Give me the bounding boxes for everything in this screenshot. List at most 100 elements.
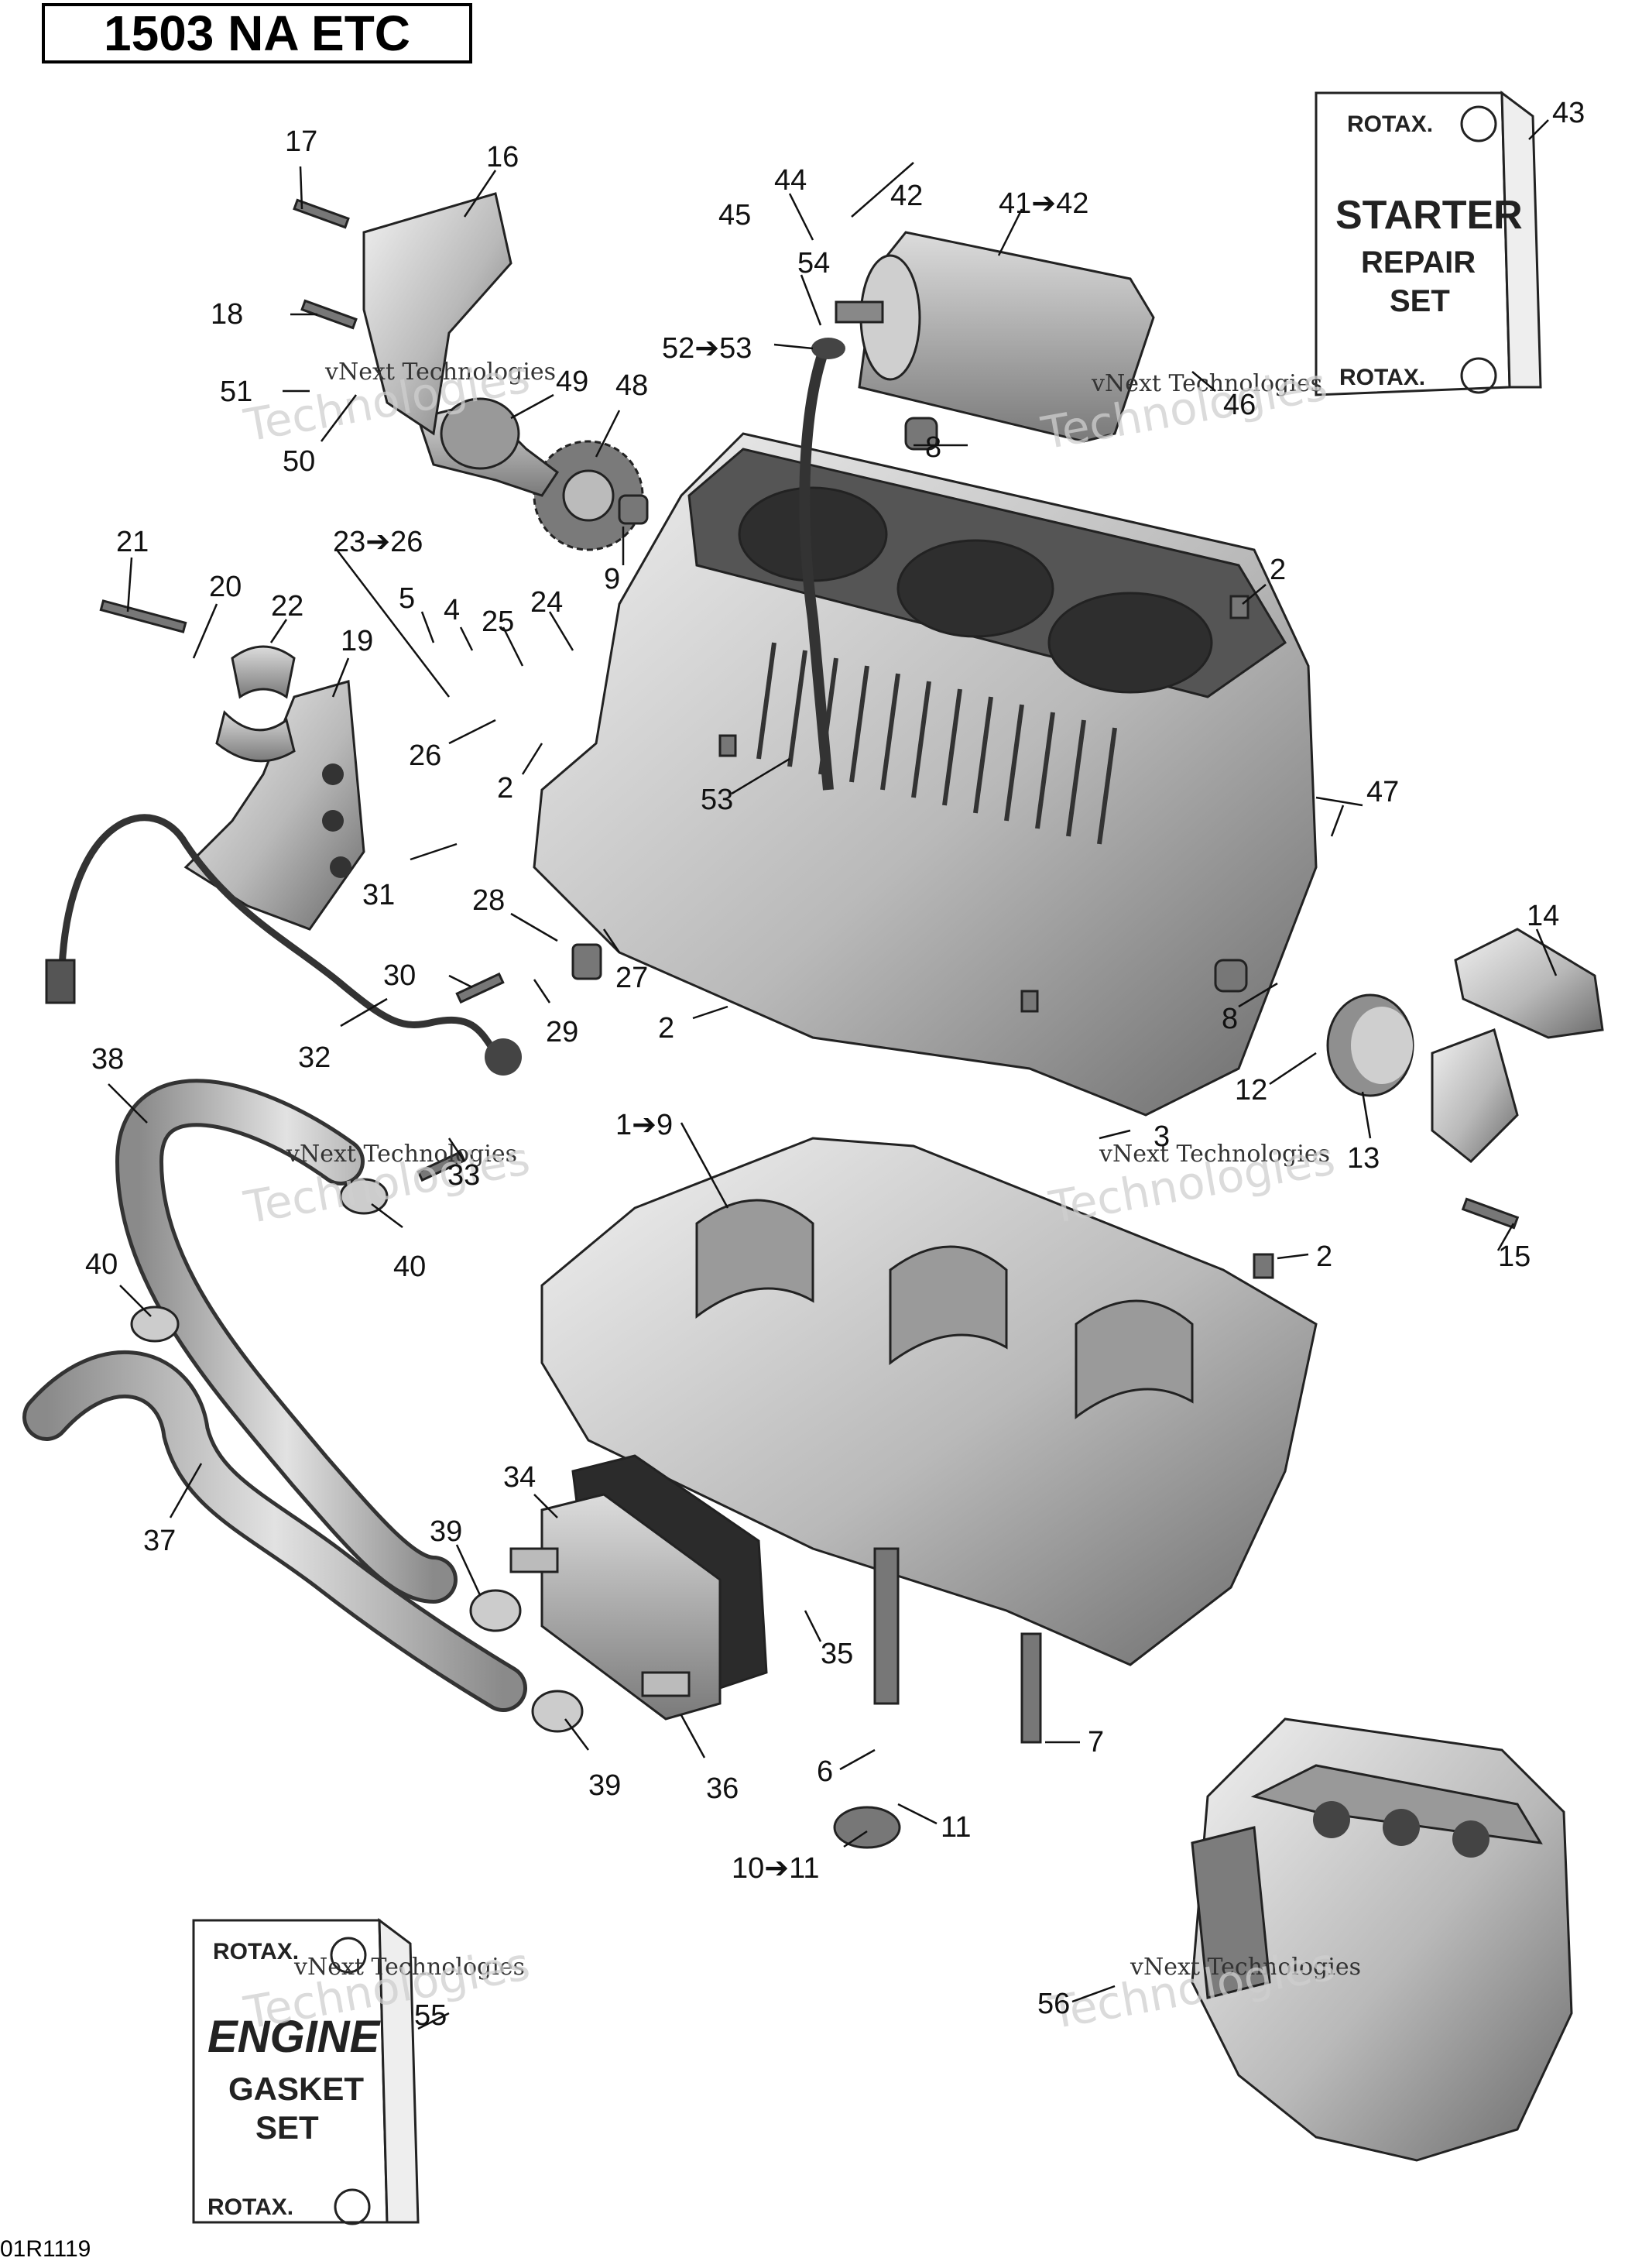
callout-42: 42	[890, 180, 923, 212]
engine-assembly	[1191, 1717, 1573, 2162]
rotax-gauge-icon	[334, 2188, 371, 2225]
callout-37: 37	[143, 1525, 176, 1557]
starter-kit-line-1: STARTER	[1335, 193, 1523, 238]
callout-5: 5	[399, 582, 415, 615]
callout-13: 13	[1347, 1142, 1380, 1175]
drive-gear	[533, 440, 644, 551]
starter-kit-brand-bottom: ROTAX.	[1339, 365, 1425, 390]
callout-45: 45	[718, 199, 751, 232]
cooling-hose-upper	[115, 1079, 458, 1604]
oil-dipstick-tube	[799, 338, 845, 791]
engine-gasket-set-kit: ROTAX. ENGINE GASKET SET ROTAX.	[192, 1917, 420, 2225]
callout-55: 55	[414, 1999, 447, 2032]
callout-29: 29	[546, 1016, 578, 1048]
engine-kit-line-3: SET	[255, 2109, 319, 2146]
callout-43: 43	[1552, 97, 1585, 129]
engine-kit-brand-top: ROTAX.	[213, 1939, 299, 1964]
callout-36: 36	[706, 1772, 739, 1805]
watermark-text: vNext Technologies	[324, 359, 556, 386]
callout-51: 51	[220, 376, 252, 408]
starter-repair-set-kit: ROTAX. STARTER REPAIR SET ROTAX.	[1315, 90, 1542, 396]
callout-4: 4	[444, 594, 460, 626]
cooling-hose-lower	[22, 1350, 527, 1712]
callout-50: 50	[283, 445, 315, 478]
callout-8: 8	[1222, 1003, 1238, 1035]
callout-7: 7	[1088, 1726, 1104, 1758]
callout-41-42: 41➔42	[999, 187, 1088, 220]
callout-40: 40	[393, 1251, 426, 1283]
callout-9: 9	[604, 563, 620, 595]
callout-1-9: 1➔9	[615, 1109, 673, 1141]
watermark-text: vNext Technologies	[1099, 1141, 1330, 1168]
callout-28: 28	[472, 884, 505, 917]
rotax-gauge-icon	[1460, 105, 1497, 142]
callout-48: 48	[615, 369, 648, 402]
rotax-gauge-icon	[330, 1937, 367, 1974]
callout-10-11: 10➔11	[732, 1852, 820, 1885]
callout-18: 18	[211, 298, 243, 331]
balance-shaft	[416, 397, 560, 497]
callout-15: 15	[1498, 1240, 1531, 1273]
starter-kit-brand-top: ROTAX.	[1347, 112, 1433, 137]
bearing-cap-halves	[215, 645, 296, 763]
engine-mount-bracket	[183, 680, 365, 931]
engine-kit-line-1: ENGINE	[207, 2012, 382, 2062]
watermark-text: vNext Technologies	[286, 1141, 517, 1168]
figure-code: 01R1119	[0, 2236, 91, 2262]
callout-2: 2	[658, 1012, 674, 1045]
callout-19: 19	[341, 625, 373, 657]
watermark-text: vNext Technologies	[293, 1954, 525, 1981]
callout-17: 17	[285, 125, 317, 158]
callout-33: 33	[447, 1159, 480, 1192]
callout-30: 30	[383, 959, 416, 992]
callout-labels: 17 16 44 42 45 41➔42 43 54 18 52➔53 51 4…	[85, 97, 1585, 2032]
callout-53: 53	[701, 784, 733, 816]
callout-3: 3	[1154, 1120, 1170, 1153]
callout-40: 40	[85, 1248, 118, 1281]
callout-35: 35	[821, 1638, 853, 1670]
engine-kit-brand-bottom: ROTAX.	[207, 2194, 293, 2220]
callout-16: 16	[486, 141, 519, 173]
callout-38: 38	[91, 1043, 124, 1076]
callout-26: 26	[409, 739, 441, 772]
callout-25: 25	[482, 606, 514, 638]
callout-39: 39	[430, 1515, 462, 1548]
cover-plug	[1326, 993, 1414, 1097]
upper-crankcase	[533, 432, 1318, 1117]
callout-27: 27	[615, 962, 648, 994]
callout-12: 12	[1235, 1074, 1267, 1107]
callout-23-26: 23➔26	[333, 526, 423, 558]
callout-31: 31	[362, 879, 395, 911]
watermark-text: vNext Technologies	[1130, 1954, 1361, 1981]
bracket-upper	[362, 192, 512, 436]
callout-54: 54	[797, 247, 830, 280]
engine-kit-line-2: GASKET	[228, 2071, 364, 2107]
callout-8: 8	[925, 431, 941, 464]
leader-lines	[108, 119, 1558, 2030]
callout-46: 46	[1223, 389, 1256, 421]
callout-20: 20	[209, 571, 242, 603]
callout-21: 21	[116, 526, 149, 558]
diagram-title: 1503 NA ETC	[42, 3, 472, 63]
callout-34: 34	[503, 1461, 536, 1494]
sensor-wire	[45, 814, 522, 1076]
callout-14: 14	[1527, 900, 1559, 932]
rotax-gauge-icon	[1460, 357, 1497, 394]
starter-kit-line-3: SET	[1390, 284, 1450, 318]
callout-2: 2	[1316, 1240, 1332, 1273]
callout-49: 49	[556, 365, 588, 398]
callout-39: 39	[588, 1769, 621, 1802]
callout-47: 47	[1366, 776, 1399, 808]
oil-cooler	[509, 1454, 768, 1721]
callout-22: 22	[271, 590, 303, 623]
right-mount-bracket	[1431, 928, 1604, 1164]
callout-44: 44	[774, 164, 807, 197]
starter-kit-line-2: REPAIR	[1361, 245, 1476, 280]
lower-crankcase	[540, 1137, 1318, 1666]
hardware	[99, 198, 1520, 1849]
callout-56: 56	[1037, 1988, 1070, 2020]
starter-motor	[835, 231, 1155, 443]
callout-24: 24	[530, 586, 563, 619]
callout-11: 11	[941, 1811, 971, 1844]
